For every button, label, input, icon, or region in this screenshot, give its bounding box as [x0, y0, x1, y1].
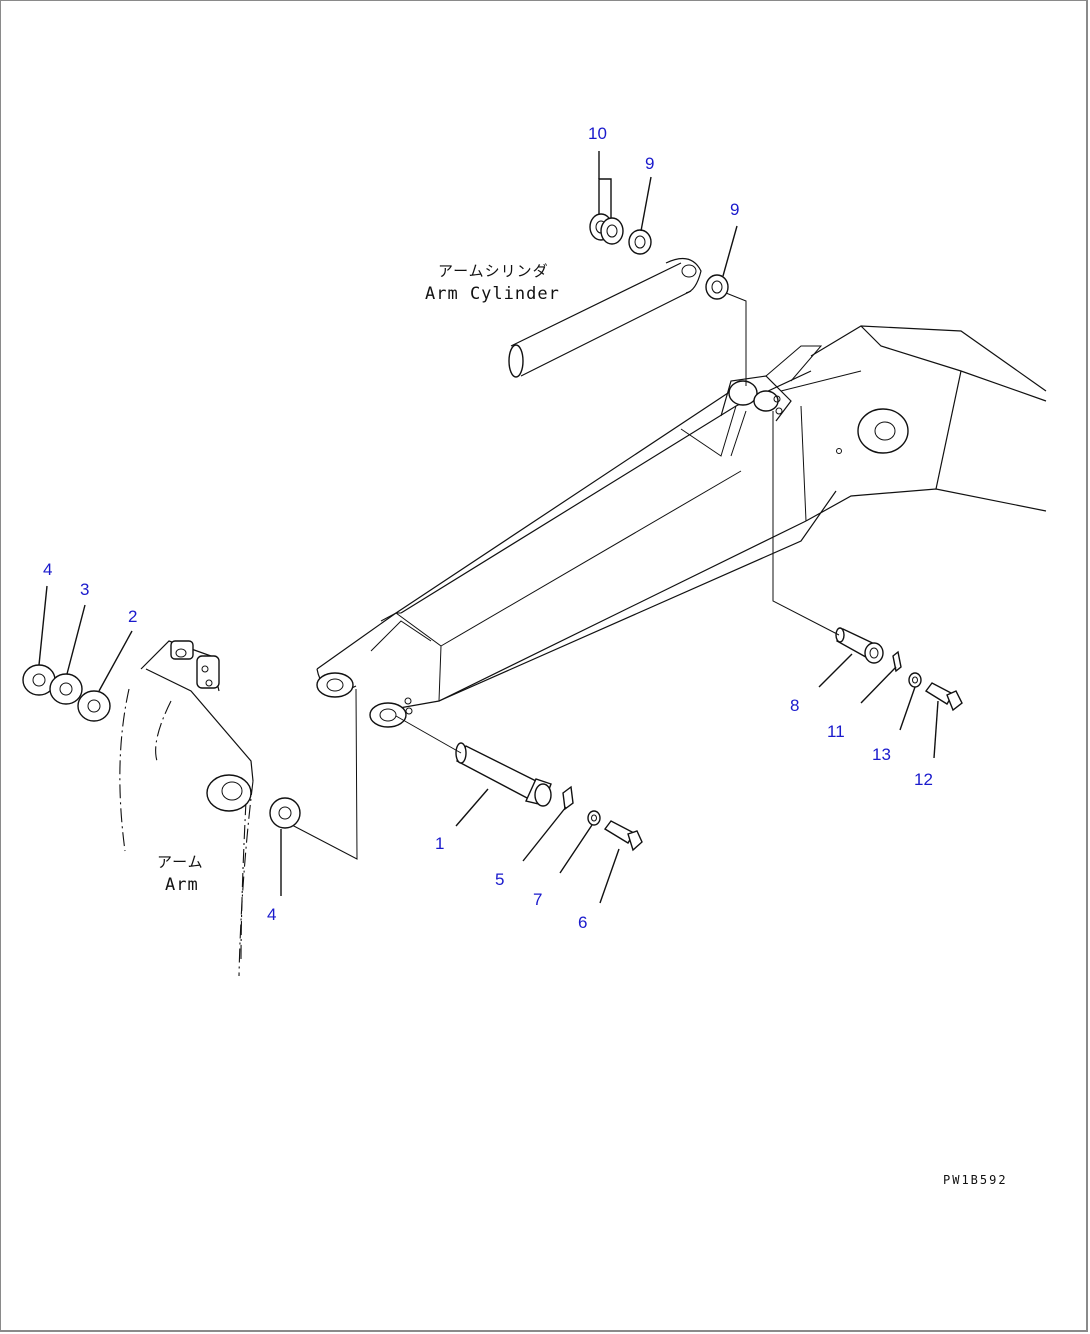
- arm-cylinder-label-jp: アームシリンダ: [438, 262, 549, 280]
- callout-3: 3: [80, 580, 89, 599]
- callout-6: 6: [578, 913, 587, 932]
- plate-4-right: [269, 797, 301, 829]
- callout-1: 1: [435, 834, 444, 853]
- arm-cylinder-label-en: Arm Cylinder: [425, 284, 560, 304]
- callout-labels: 10 9 9 4 3 2 4 1 5 7 6 8 11 13 12: [43, 124, 933, 932]
- callout-5: 5: [495, 870, 504, 889]
- pin-8-assembly: [720, 290, 963, 712]
- pin-1-assembly: [289, 688, 643, 860]
- drawing-code: PW1B592: [943, 1173, 1008, 1187]
- callout-10: 10: [588, 124, 607, 143]
- plate-2: [77, 690, 111, 722]
- callout-7: 7: [533, 890, 542, 909]
- plate-3: [49, 673, 83, 705]
- callout-9-right: 9: [730, 200, 739, 219]
- callout-9-top: 9: [645, 154, 654, 173]
- arm-label-en: Arm: [165, 875, 199, 895]
- plate-9-right: [705, 274, 729, 300]
- callout-13: 13: [872, 745, 891, 764]
- callout-11: 11: [827, 722, 845, 741]
- plate-9-top: [628, 229, 652, 255]
- boom-outline: [316, 325, 1047, 728]
- arm-cylinder: [508, 257, 702, 378]
- callout-4-right: 4: [267, 905, 276, 924]
- arm-outline: [119, 640, 254, 977]
- callout-8: 8: [790, 696, 799, 715]
- shim-10: [589, 178, 624, 245]
- leader-lines: [38, 151, 939, 904]
- callout-2: 2: [128, 607, 137, 626]
- arm-label-jp: アーム: [157, 853, 204, 871]
- callout-12: 12: [914, 770, 933, 789]
- callout-4-left: 4: [43, 560, 52, 579]
